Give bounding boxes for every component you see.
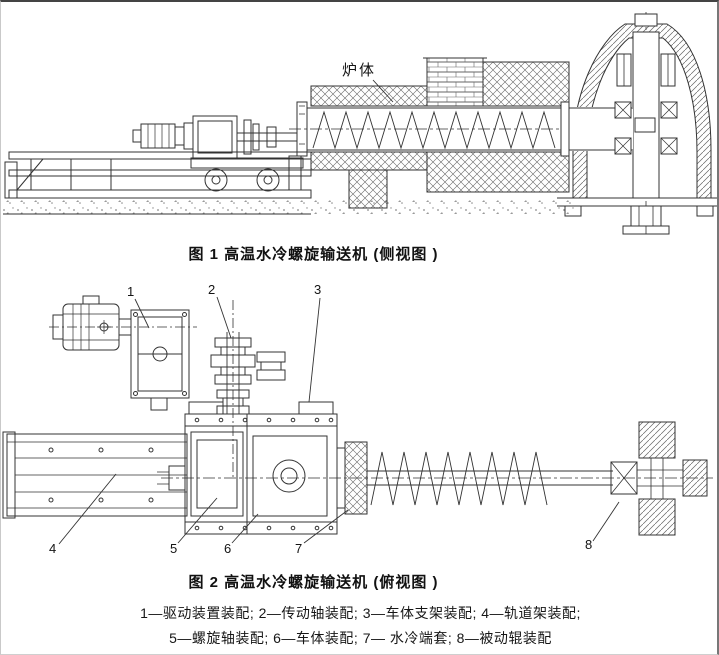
gear-reducer — [130, 309, 190, 411]
leader-1 — [134, 298, 150, 329]
driven-roller-assembly — [610, 421, 708, 536]
legend-line-1: 1—驱动装置装配; 2—传动轴装配; 3—车体支架装配; 4—轨道架装配; — [140, 605, 581, 621]
furnace-dome — [557, 13, 717, 235]
rail-frame — [2, 431, 188, 519]
transmission-shaft — [210, 332, 286, 415]
leader-4 — [58, 473, 117, 545]
part-label-1: 1 — [127, 284, 135, 299]
part-label-7: 7 — [295, 541, 303, 556]
part-label-5: 5 — [170, 541, 178, 556]
part-label-2: 2 — [208, 282, 216, 297]
carriage-body — [157, 401, 338, 535]
leader-8 — [592, 501, 620, 542]
figure1-side-view — [3, 12, 717, 235]
figure1-caption: 图 1 高温水冷螺旋输送机 (侧视图 ) — [188, 246, 439, 263]
screw-shaft — [367, 451, 613, 506]
rail-track — [4, 151, 312, 199]
ground-texture — [3, 200, 577, 214]
leader-6 — [231, 513, 259, 544]
furnace-wall — [310, 57, 570, 209]
furnace-label-leader — [372, 79, 394, 103]
part-label-6: 6 — [224, 541, 232, 556]
bearing-blocks — [614, 101, 678, 155]
drive-motor — [52, 295, 132, 351]
furnace-body-label: 炉体 — [342, 62, 377, 79]
leader-5 — [177, 497, 218, 544]
legend-line-2: 5—螺旋轴装配; 6—车体装配; 7— 水冷端套; 8—被动辊装配 — [169, 630, 552, 646]
leader-3 — [308, 297, 321, 403]
screw-flight-top-view — [370, 451, 548, 506]
figure2-top-view — [2, 295, 713, 545]
leader-2 — [216, 296, 232, 339]
part-leaders — [58, 296, 620, 545]
part-label-3: 3 — [314, 282, 322, 297]
figure2-caption: 图 2 高温水冷螺旋输送机 (俯视图 ) — [188, 574, 439, 591]
screw-flight — [312, 110, 556, 150]
water-cooled-sleeve — [336, 441, 368, 515]
drive-unit — [132, 115, 304, 192]
part-label-4: 4 — [49, 541, 57, 556]
part-label-8: 8 — [585, 537, 593, 552]
leader-7 — [303, 509, 349, 544]
